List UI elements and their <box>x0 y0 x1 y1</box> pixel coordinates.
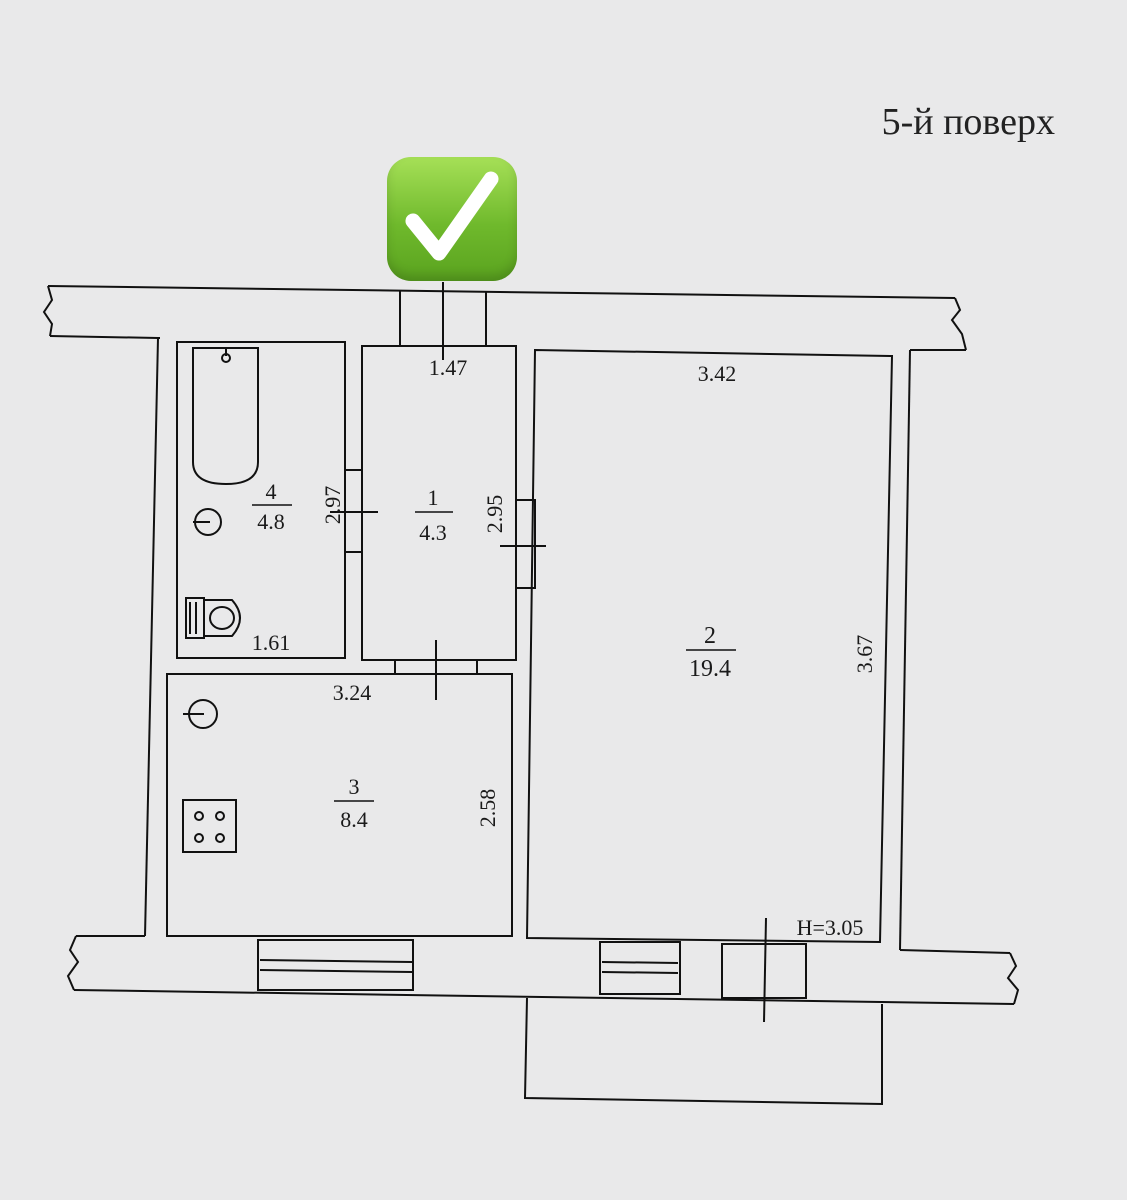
room-2-number: 2 <box>704 623 716 649</box>
kitchen-window-pane-2 <box>259 969 413 973</box>
dimension-bath-length: 2.97 <box>320 486 345 525</box>
balcony <box>523 997 883 1106</box>
room-2-outline <box>525 348 894 944</box>
dimension-kitchen-length: 2.58 <box>475 789 500 828</box>
balcony-door-leaf <box>763 917 767 1023</box>
kitchen-window <box>257 939 414 991</box>
stove-burner <box>215 811 225 821</box>
ceiling-height-label: H=3.05 <box>797 915 864 940</box>
door-hall-living <box>515 499 536 589</box>
outer-wall-bottom-outer <box>73 989 1015 1005</box>
dimension-living-length: 3.67 <box>852 635 877 674</box>
stove <box>182 799 237 853</box>
living-window-pane-2 <box>601 971 679 974</box>
check-mark-icon <box>387 157 517 281</box>
floor-label: 5-й поверх <box>881 101 1055 143</box>
outer-wall-top-inner <box>49 335 160 339</box>
outer-wall-top <box>47 285 956 299</box>
dimension-bath-width: 1.61 <box>252 630 291 655</box>
room-labels: 4 4.8 1 4.3 2 19.4 3 8.4 <box>252 479 736 832</box>
toilet-bowl <box>203 599 241 637</box>
dimension-living-width: 3.42 <box>698 361 737 386</box>
living-window <box>599 941 681 995</box>
room-3-area: 8.4 <box>340 807 368 832</box>
bathtub <box>192 347 259 486</box>
dimension-hall-length: 2.95 <box>482 495 507 534</box>
wall-break-right-bottom <box>1006 952 1020 1005</box>
dimension-hall-width: 1.47 <box>429 355 468 380</box>
dimension-labels: 1.47 3.42 2.97 2.95 1.61 3.24 2.58 3.67 … <box>252 355 877 940</box>
room-1-area: 4.3 <box>419 520 447 545</box>
room-3-outline <box>166 673 513 937</box>
stove-burner <box>215 833 225 843</box>
wall-break-left-top <box>42 285 54 337</box>
kitchen-window-pane <box>259 959 413 963</box>
dimension-kitchen-width: 3.24 <box>333 680 372 705</box>
check-mark-glyph <box>405 171 499 261</box>
room-4-area: 4.8 <box>257 509 285 534</box>
room-3-number: 3 <box>349 774 360 799</box>
outer-wall-right <box>899 349 911 951</box>
room-1-number: 1 <box>428 485 439 510</box>
stove-burner <box>194 811 204 821</box>
wall-break-right-top <box>950 297 967 351</box>
outer-wall-left <box>144 337 159 937</box>
living-window-pane <box>601 961 679 964</box>
room-4-number: 4 <box>266 479 277 504</box>
outer-wall-bottom-right <box>899 949 1011 954</box>
room-2-area: 19.4 <box>689 656 731 682</box>
stove-burner <box>194 833 204 843</box>
wall-break-left-bottom <box>66 935 80 991</box>
toilet-seat <box>209 606 235 630</box>
